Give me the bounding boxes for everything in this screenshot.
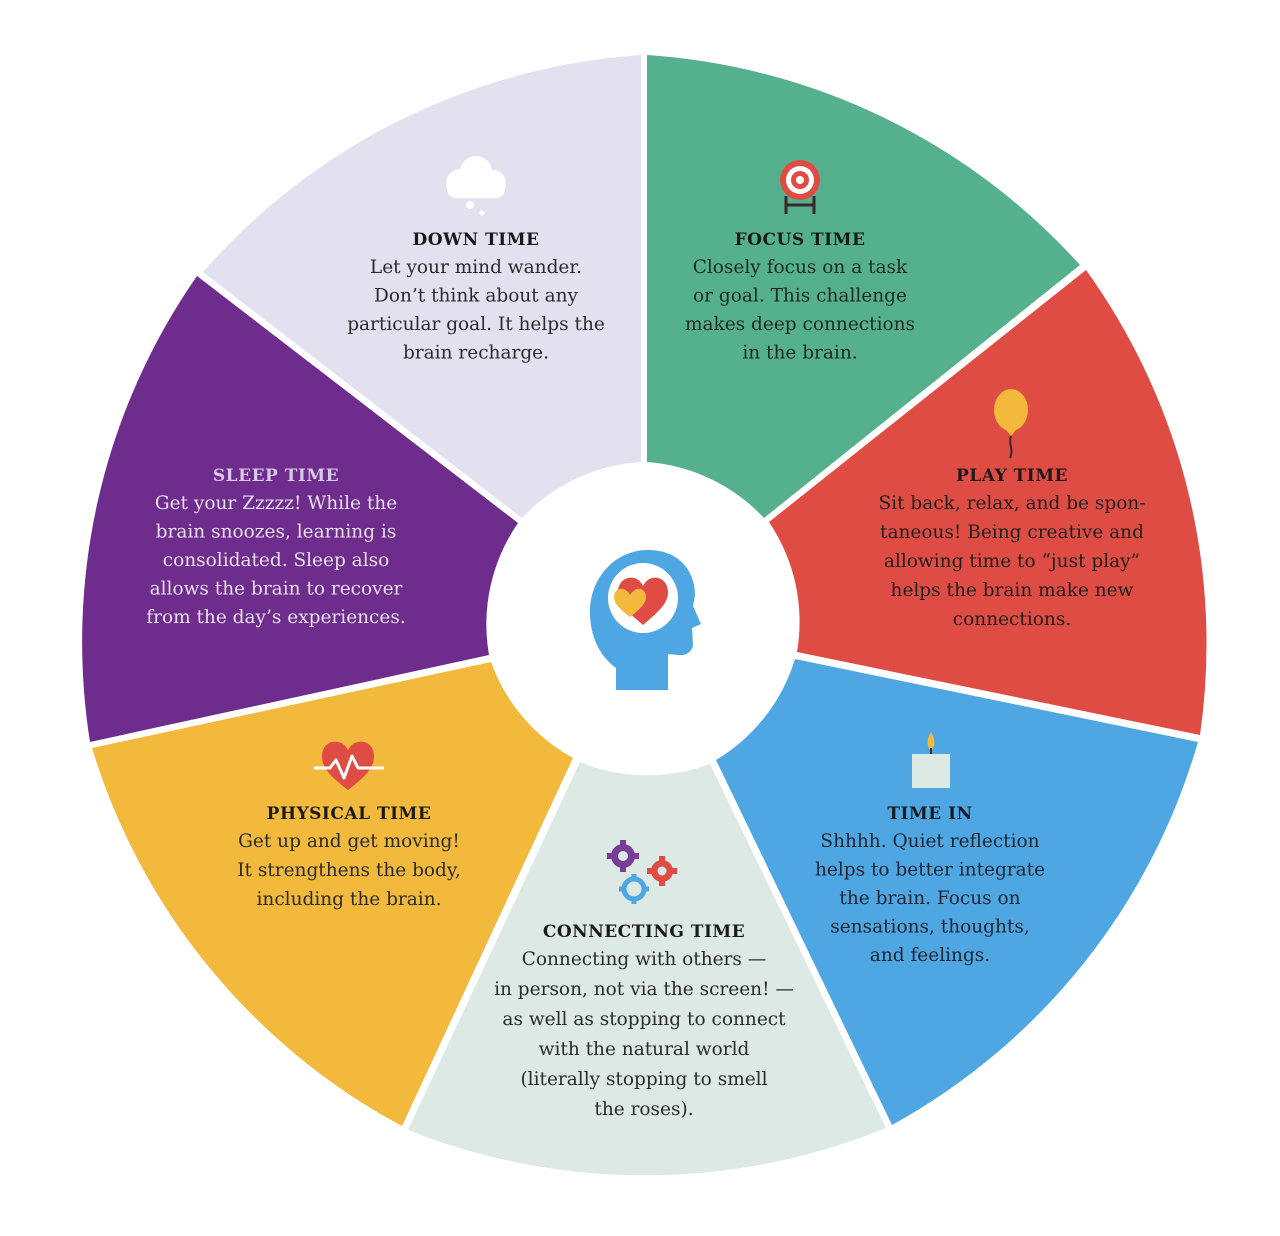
segment-title: TIME IN — [887, 804, 972, 824]
segment-description-line: particular goal. It helps the — [347, 314, 605, 335]
text-block-connecting-time: CONNECTING TIME Connecting with others — i… — [494, 922, 794, 1120]
segment-sleep-time — [82, 276, 518, 742]
segment-description-line: or goal. This challenge — [693, 286, 907, 307]
segment-description-line: the brain. Focus on — [839, 888, 1020, 909]
segment-description-line: It strengthens the body, — [237, 860, 461, 881]
segment-description-line: Don’t think about any — [374, 286, 579, 307]
segment-description-line: Sit back, relax, and be spon- — [878, 493, 1145, 514]
segment-description-line: with the natural world — [539, 1039, 750, 1060]
target-icon — [780, 160, 820, 214]
gears-icon — [607, 840, 677, 904]
segment-description-line: connections. — [953, 609, 1071, 630]
segment-description-line: from the day’s experiences. — [146, 607, 406, 628]
segment-title: PLAY TIME — [956, 466, 1068, 486]
segment-description-line: including the brain. — [256, 889, 441, 910]
segment-description-line: consolidated. Sleep also — [163, 550, 390, 571]
segment-description-line: brain recharge. — [403, 343, 549, 364]
segment-description-line: Let your mind wander. — [370, 257, 582, 278]
segment-focus-time — [647, 55, 1080, 518]
text-block-play-time: PLAY TIME Sit back, relax, and be spon-ta… — [878, 466, 1145, 630]
segment-description-line: in person, not via the screen! — — [494, 979, 794, 1000]
segment-title: PHYSICAL TIME — [267, 804, 432, 824]
text-block-sleep-time: SLEEP TIME Get your Zzzzz! While the brain… — [146, 466, 406, 628]
segment-description-line: (literally stopping to smell — [520, 1069, 767, 1090]
segment-description-line: makes deep connections — [685, 314, 915, 335]
text-block-focus-time: FOCUS TIME Closely focus on a task or goal… — [685, 230, 915, 364]
segment-time-in — [716, 659, 1198, 1125]
segment-connecting-time — [408, 762, 886, 1176]
head-with-hearts-icon — [590, 550, 701, 690]
segment-down-time — [203, 55, 641, 518]
segment-description-line: Connecting with others — — [522, 949, 767, 970]
segment-physical-time — [92, 662, 573, 1126]
segment-description-line: helps the brain make new — [891, 580, 1134, 601]
segment-description-line: allowing time to “just play” — [884, 551, 1140, 572]
segment-description-line: allows the brain to recover — [150, 579, 403, 600]
segment-title: SLEEP TIME — [213, 466, 339, 486]
segment-description-line: Get your Zzzzz! While the — [155, 493, 397, 514]
segment-title: CONNECTING TIME — [543, 922, 745, 942]
text-block-physical-time: PHYSICAL TIME Get up and get moving! It st… — [237, 804, 461, 910]
segment-description-line: brain snoozes, learning is — [156, 522, 397, 543]
segment-play-time — [769, 270, 1207, 735]
segment-description-line: as well as stopping to connect — [502, 1009, 786, 1030]
segment-description-line: sensations, thoughts, — [830, 917, 1030, 938]
segment-description-line: Shhhh. Quiet reflection — [820, 831, 1039, 852]
segment-title: FOCUS TIME — [735, 230, 866, 250]
segment-description-line: in the brain. — [742, 343, 857, 364]
segment-description-line: taneous! Being creative and — [880, 522, 1144, 543]
balloon-icon — [994, 389, 1028, 459]
segment-description-line: Closely focus on a task — [693, 257, 908, 278]
heartbeat-icon — [314, 741, 384, 790]
segment-description-line: Get up and get moving! — [238, 831, 460, 852]
segment-description-line: helps to better integrate — [815, 860, 1045, 881]
thought-cloud-icon — [446, 156, 506, 216]
segment-title: DOWN TIME — [413, 230, 540, 250]
text-block-down-time: DOWN TIME Let your mind wander. Don’t thin… — [347, 230, 605, 364]
segment-description-line: and feelings. — [870, 945, 990, 966]
candle-icon — [912, 732, 950, 788]
segment-description-line: the roses). — [594, 1099, 693, 1120]
text-block-time-in: TIME IN Shhhh. Quiet reflection helps to b… — [815, 804, 1045, 966]
